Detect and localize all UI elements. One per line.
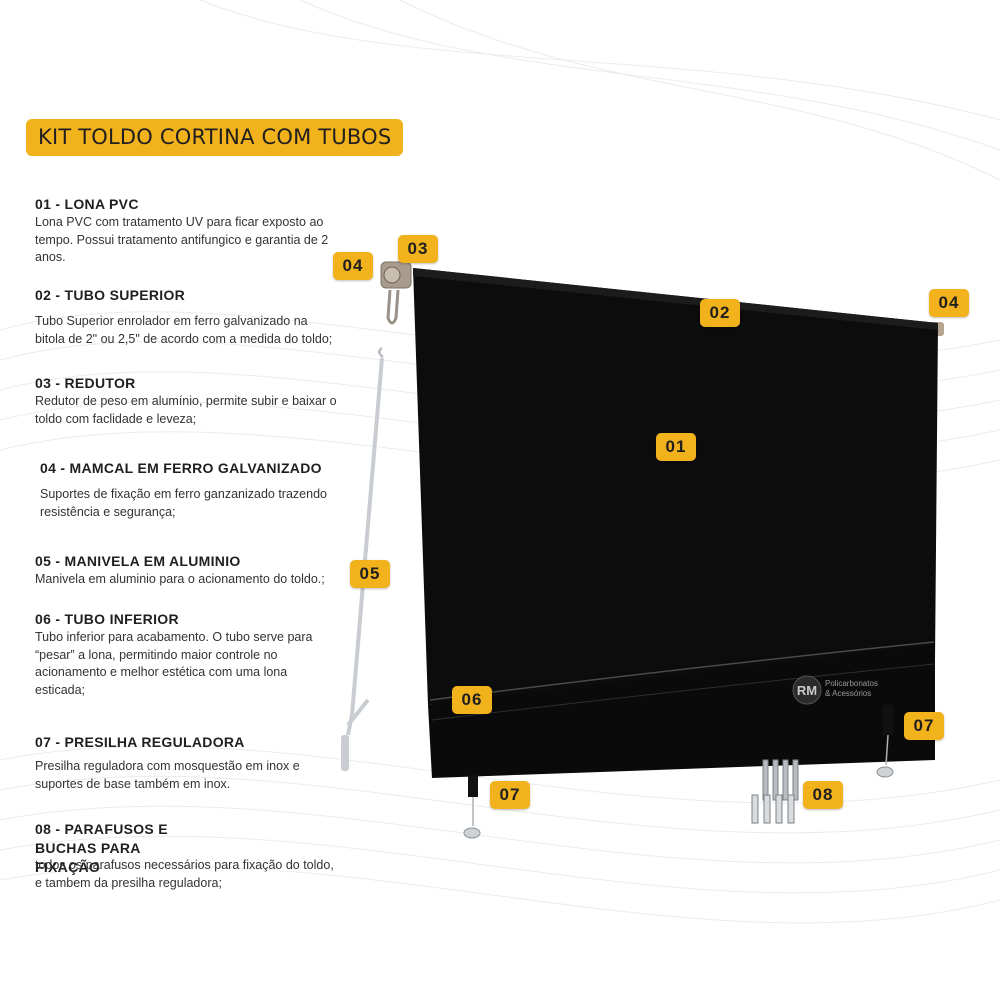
awning-fabric xyxy=(413,268,938,705)
right-strap xyxy=(883,705,893,735)
badge-08: 08 xyxy=(803,781,843,809)
spec-lona-pvc: 01 - LONA PVC Lona PVC com tratamento UV… xyxy=(35,195,340,267)
logo-line1: Policarbonatos xyxy=(825,679,878,688)
spec-description: todos os parafusos necessários para fixa… xyxy=(35,858,334,890)
left-strap xyxy=(468,775,478,797)
spec-redutor: 03 - REDUTOR Redutor de peso em alumínio… xyxy=(35,374,340,428)
spec-description: Manivela em aluminio para o acionamento … xyxy=(35,572,325,586)
badge-05: 05 xyxy=(350,560,390,588)
spec-tubo-inferior: 06 - TUBO INFERIOR Tubo inferior para ac… xyxy=(35,610,340,699)
spec-title: 06 - TUBO INFERIOR xyxy=(35,611,179,627)
spec-title: 08 - PARAFUSOS E BUCHAS PARA FIXAÇÃO xyxy=(35,821,168,875)
crank-handle xyxy=(341,346,384,771)
spec-mamcal: 04 - MAMCAL EM FERRO GALVANIZADO Suporte… xyxy=(40,459,345,521)
spec-manivela: 05 - MANIVELA EM ALUMINIO Manivela em al… xyxy=(35,552,340,589)
logo-line2: & Acessórios xyxy=(825,689,871,698)
badge-04-left: 04 xyxy=(333,252,373,280)
brand-logo: RM Policarbonatos & Acessórios xyxy=(792,675,878,705)
spec-title: 01 - LONA PVC xyxy=(35,196,139,212)
reducer-bracket xyxy=(380,261,412,325)
spec-description: Suportes de fixação em ferro ganzanizado… xyxy=(40,487,327,519)
spec-description: Tubo Superior enrolador em ferro galvani… xyxy=(35,314,333,346)
page-title: KIT TOLDO CORTINA COM TUBOS xyxy=(26,119,404,156)
badge-07-right: 07 xyxy=(904,712,944,740)
badge-02: 02 xyxy=(700,299,740,327)
spec-title: 03 - REDUTOR xyxy=(35,375,136,391)
spec-description: Lona PVC com tratamento UV para ficar ex… xyxy=(35,215,329,264)
spec-title: 02 - TUBO SUPERIOR xyxy=(35,287,186,303)
spec-tubo-superior: 02 - TUBO SUPERIOR Tubo Superior enrolad… xyxy=(35,286,340,348)
badge-04-right: 04 xyxy=(929,289,969,317)
spec-parafusos: 08 - PARAFUSOS E BUCHAS PARA FIXAÇÃO xyxy=(35,820,195,877)
badge-01: 01 xyxy=(656,433,696,461)
spec-title: 07 - PRESILHA REGULADORA xyxy=(35,734,245,750)
screws-and-anchors xyxy=(751,759,799,824)
spec-description: Tubo inferior para acabamento. O tubo se… xyxy=(35,630,313,697)
top-tube xyxy=(413,268,938,330)
spec-description: Presilha reguladora com mosquestão em in… xyxy=(35,759,300,791)
badge-03: 03 xyxy=(398,235,438,263)
spec-title: 05 - MANIVELA EM ALUMINIO xyxy=(35,553,241,569)
spec-description: Redutor de peso em alumínio, permite sub… xyxy=(35,394,337,426)
spec-title: 04 - MAMCAL EM FERRO GALVANIZADO xyxy=(40,460,322,476)
logo-mark: RM xyxy=(797,683,817,698)
badge-06: 06 xyxy=(452,686,492,714)
badge-07-left: 07 xyxy=(490,781,530,809)
spec-presilha: 07 - PRESILHA REGULADORA Presilha regula… xyxy=(35,733,340,793)
spec-parafusos-desc: todos os parafusos necessários para fixa… xyxy=(35,857,340,892)
